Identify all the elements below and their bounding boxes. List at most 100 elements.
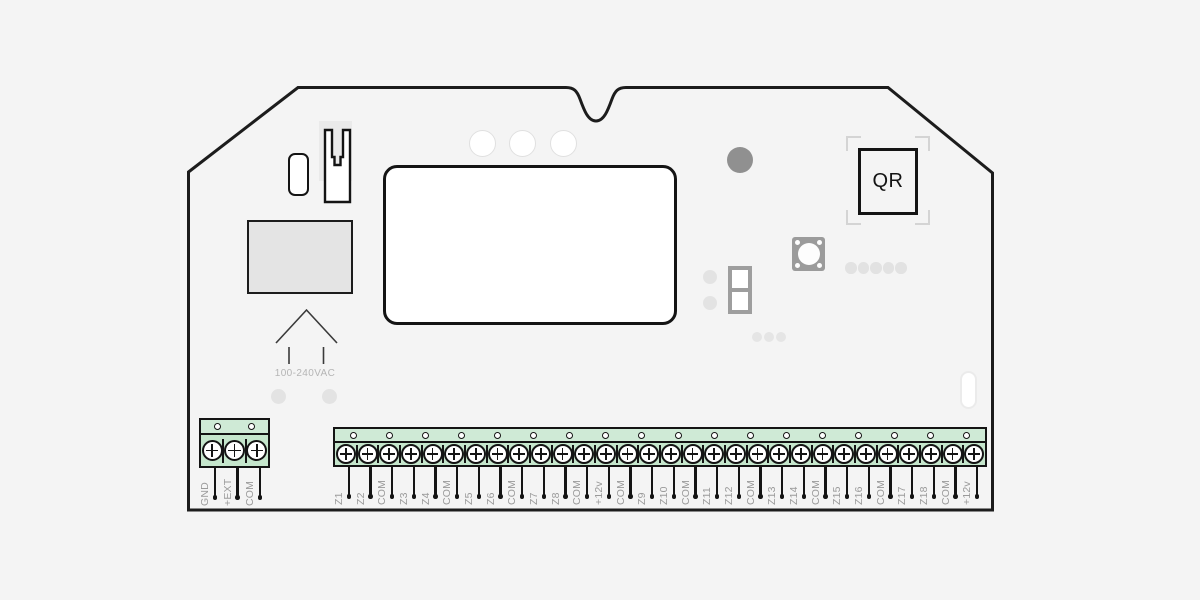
terminal-pin [542,467,545,497]
terminal-pin [412,467,415,497]
terminal-label: Z6 [484,492,497,505]
terminal-pin [954,467,957,497]
terminal-pin-dot [257,495,263,500]
terminal-screw [509,444,530,464]
button-mount-hole [817,240,822,245]
terminal-screw [465,444,486,464]
terminal-divider [572,445,575,463]
terminal-label: Z15 [831,486,844,505]
mount-hole [214,423,222,430]
terminal-label: COM [874,479,887,505]
terminal-label: Z10 [657,486,670,505]
terminal-label: COM [571,479,584,505]
terminal-screw [660,444,681,464]
contact-pad [870,262,882,274]
terminal-divider [593,445,597,463]
terminal-pin [564,467,567,497]
terminal-divider [615,445,618,463]
mount-hole [963,431,971,439]
terminal-mount-strip [201,420,268,435]
mount-hole [457,431,465,439]
terminal-divider [637,445,640,463]
terminal-pin [258,468,261,498]
terminal-label: Z14 [787,486,800,505]
button-mount-hole [817,263,822,268]
terminal-pin-dot [212,495,218,500]
terminal-pin-dot [649,494,655,499]
mount-hole [891,431,899,439]
terminal-pin [716,467,719,497]
contact-pad [882,262,895,274]
terminal-divider [244,438,247,463]
terminal-divider [918,445,922,463]
connector-slot [732,270,748,288]
button-mount-hole [795,240,800,245]
terminal-divider [528,445,532,463]
terminal-divider [702,445,705,463]
terminal-pin-dot [909,494,915,499]
mount-hole [782,431,790,439]
terminal-pin-dot [541,494,547,499]
terminal-pin [672,467,675,497]
terminal-pin [456,467,459,497]
mount-hole [385,431,393,439]
contact-pad [857,262,870,274]
terminal-divider [875,445,878,463]
qr-frame-corner-icon [846,210,861,225]
terminal-pin [434,467,437,497]
terminal-mount-strip [335,429,985,443]
terminal-label: COM [376,479,389,505]
terminal-pin [759,467,762,497]
terminal-divider [355,445,358,463]
solder-pad [703,270,717,284]
terminal-screw [246,440,268,461]
solder-pad [271,388,286,404]
terminal-pin [521,467,524,497]
terminal-pin [651,467,654,497]
terminal-screw [422,444,443,464]
contact-pad [895,262,907,274]
terminal-pin [694,467,697,497]
terminal-screw [790,444,811,464]
terminal-divider [723,445,727,463]
terminal-label: Z8 [549,492,562,505]
terminal-screw [942,444,963,464]
relay-component [288,153,309,196]
terminal-pin [236,468,239,498]
terminal-screw [552,444,573,464]
terminal-screw [487,444,508,464]
terminal-pin-dot [346,494,352,499]
terminal-label: Z4 [419,492,432,505]
mount-hole [421,431,429,439]
terminal-divider [745,445,748,463]
terminal-pin-dot [736,494,742,499]
terminal-label: Z9 [636,492,649,505]
terminal-screw [400,444,421,464]
terminal-pin-dot [411,494,417,499]
terminal-screw [682,444,703,464]
two-pin-connector [728,266,752,314]
terminal-divider [658,445,662,463]
terminal-screw [357,444,378,464]
terminal-pin [976,467,979,497]
terminal-pin [932,467,935,497]
terminal-label: COM [939,479,952,505]
power-arrow-icon [275,308,338,344]
terminal-divider [832,445,835,463]
terminal-pin-dot [476,494,482,499]
terminal-pin-dot [584,494,590,499]
terminal-screw [812,444,833,464]
terminal-label: Z17 [896,486,909,505]
terminal-divider [853,445,857,463]
qr-frame-corner-icon [915,210,930,225]
terminal-screw [877,444,898,464]
terminal-divider [485,445,488,463]
power-prong-icon [288,347,325,364]
terminal-divider [398,445,402,463]
terminal-pin [347,467,350,497]
terminal-pin [629,467,632,497]
terminal-pin-dot [433,494,438,499]
terminal-label: COM [744,479,757,505]
terminal-pin-dot [563,494,568,499]
